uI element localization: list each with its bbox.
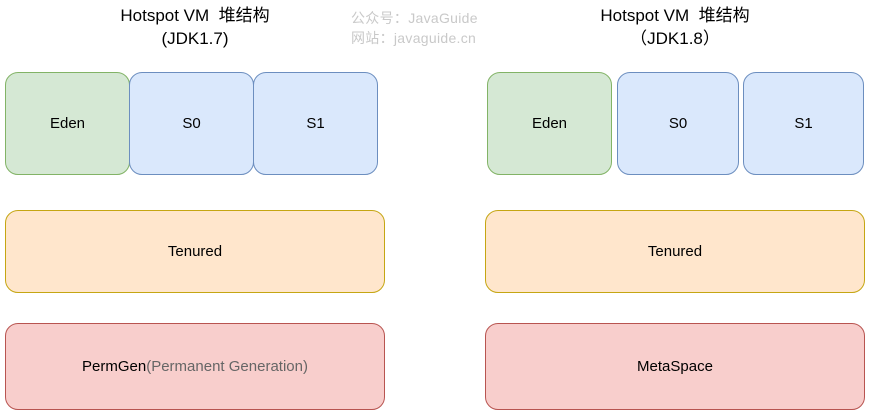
watermark-line2: 网站：javaguide.cn [351, 30, 477, 46]
s0-label-jdk18: S0 [668, 115, 688, 132]
permgen-label-primary: PermGen [82, 358, 147, 375]
eden-box-jdk17: Eden [5, 72, 130, 175]
s1-box-jdk17: S1 [253, 72, 378, 175]
panel-jdk18: Hotspot VM 堆结构 （JDK1.8） Eden S0 S1 Tenur… [485, 0, 865, 415]
tenured-box-jdk18: Tenured [485, 210, 865, 293]
s0-box-jdk17: S0 [129, 72, 254, 175]
panel-jdk18-title-line2: （JDK1.8） [630, 29, 720, 48]
tenured-box-jdk17: Tenured [5, 210, 385, 293]
watermark-line1: 公众号：JavaGuide [351, 10, 478, 26]
s1-label-jdk18: S1 [794, 115, 813, 132]
s1-box-jdk18: S1 [743, 72, 864, 175]
metaspace-box-jdk18: MetaSpace [485, 323, 865, 410]
panel-jdk18-title-line1: Hotspot VM 堆结构 [600, 6, 750, 25]
panel-jdk17-title-line2: (JDK1.7) [161, 29, 229, 48]
panel-jdk17-title: Hotspot VM 堆结构 (JDK1.7) [5, 4, 385, 50]
tenured-label-jdk18: Tenured [647, 243, 703, 260]
panel-jdk17-title-line1: Hotspot VM 堆结构 [120, 6, 270, 25]
eden-box-jdk18: Eden [487, 72, 612, 175]
eden-label-jdk18: Eden [531, 115, 568, 132]
permgen-label-secondary: (Permanent Generation) [146, 358, 308, 375]
eden-label-jdk17: Eden [49, 115, 86, 132]
panel-jdk18-title: Hotspot VM 堆结构 （JDK1.8） [485, 4, 865, 50]
s1-label-jdk17: S1 [306, 115, 325, 132]
watermark: 公众号：JavaGuide 网站：javaguide.cn [351, 8, 478, 48]
tenured-label-jdk17: Tenured [167, 243, 223, 260]
permgen-label: PermGen(Permanent Generation) [82, 358, 308, 375]
s0-box-jdk18: S0 [617, 72, 739, 175]
metaspace-label: MetaSpace [637, 358, 713, 375]
s0-label-jdk17: S0 [182, 115, 201, 132]
panel-jdk17: Hotspot VM 堆结构 (JDK1.7) Eden S0 S1 Tenur… [5, 0, 385, 415]
permgen-box-jdk17: PermGen(Permanent Generation) [5, 323, 385, 410]
metaspace-label-primary: MetaSpace [637, 358, 713, 375]
